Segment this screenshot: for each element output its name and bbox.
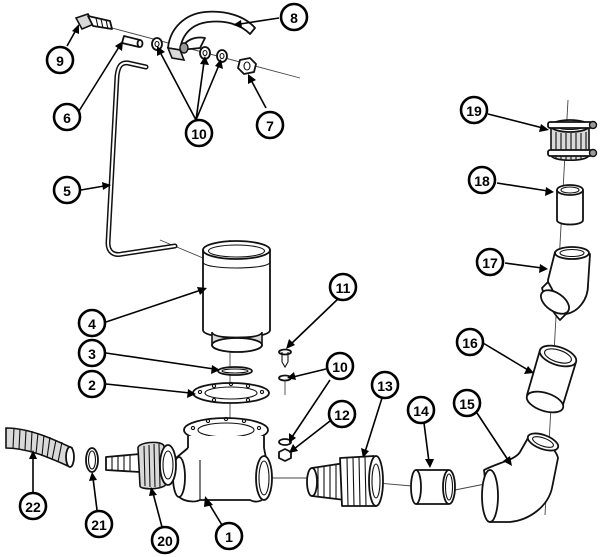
callout-12: 12	[327, 399, 357, 429]
part-rod	[105, 60, 178, 257]
part-screw	[278, 348, 292, 382]
callout-15: 15	[452, 388, 482, 418]
callout-19: 19	[459, 95, 489, 125]
part-tee	[540, 246, 591, 321]
part-nut	[237, 57, 257, 75]
part-o-ring	[217, 366, 253, 376]
callout-22-label: 22	[25, 499, 41, 515]
callout-4: 4	[77, 308, 107, 338]
callout-7: 7	[255, 110, 285, 140]
callout-2-label: 2	[88, 377, 96, 393]
callout-14-label: 14	[413, 403, 429, 419]
callout-21: 21	[84, 509, 114, 539]
part-valve-body	[172, 416, 273, 503]
callout-21-label: 21	[91, 517, 107, 533]
callout-17-label: 17	[482, 255, 498, 271]
callout-16: 16	[455, 327, 485, 357]
callout-22: 22	[18, 491, 48, 521]
callout-18: 18	[467, 165, 497, 195]
part-cartridge	[202, 240, 271, 353]
part-union	[306, 455, 384, 507]
leader-lines	[29, 17, 554, 531]
callout-10-top-label: 10	[191, 126, 207, 142]
callout-6-label: 6	[63, 110, 71, 126]
callout-20-label: 20	[157, 533, 173, 549]
part-bolt	[74, 13, 113, 31]
part-sleeve	[556, 184, 584, 226]
part-gasket	[192, 381, 270, 404]
callout-8-label: 8	[290, 10, 298, 26]
callout-2: 2	[77, 369, 107, 399]
callout-13-label: 13	[377, 378, 393, 394]
part-hose	[5, 427, 75, 468]
part-pipe	[525, 344, 578, 414]
callout-10-top: 10	[184, 118, 214, 148]
part-hose-adapter	[105, 441, 177, 490]
callout-18-label: 18	[474, 173, 490, 189]
callout-13: 13	[370, 370, 400, 400]
callout-1: 1	[214, 521, 244, 551]
callout-14: 14	[406, 395, 436, 425]
callout-9-label: 9	[56, 53, 64, 69]
callout-12-label: 12	[334, 407, 350, 423]
callout-5: 5	[52, 175, 82, 205]
callout-11: 11	[328, 272, 358, 302]
part-clamp-coupling	[547, 119, 598, 162]
callout-8: 8	[279, 2, 309, 32]
callout-7-label: 7	[266, 118, 274, 134]
part-coupling	[410, 469, 456, 505]
callout-16-label: 16	[462, 335, 478, 351]
callout-6: 6	[52, 102, 82, 132]
part-bracket	[166, 10, 256, 62]
callout-3: 3	[77, 338, 107, 368]
callout-9: 9	[45, 45, 75, 75]
callout-5-label: 5	[63, 183, 71, 199]
callout-3-label: 3	[88, 346, 96, 362]
callout-11-label: 11	[336, 280, 351, 296]
part-spacer	[121, 35, 144, 48]
part-small-nut	[278, 438, 292, 462]
callout-1-label: 1	[225, 529, 233, 545]
part-clamp-ring	[85, 447, 99, 473]
callout-17: 17	[475, 247, 505, 277]
part-elbow	[481, 432, 560, 523]
callout-19-label: 19	[466, 103, 482, 119]
callout-10-middle-label: 10	[332, 359, 348, 375]
callout-15-label: 15	[459, 396, 475, 412]
callout-4-label: 4	[88, 316, 96, 332]
callout-20: 20	[150, 525, 180, 555]
callout-10-middle: 10	[325, 351, 355, 381]
